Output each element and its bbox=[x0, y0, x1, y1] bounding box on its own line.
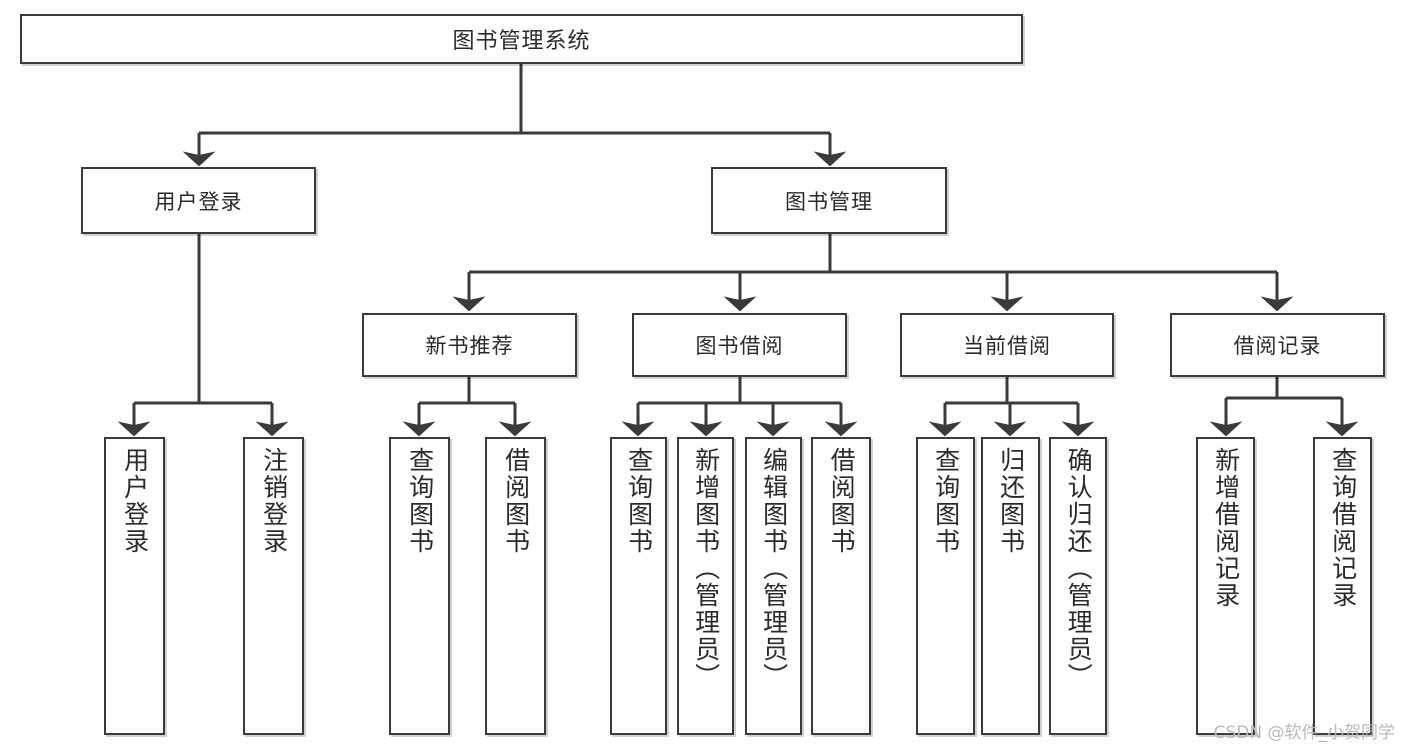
node-root-book-management-system[interactable]: 图书管理系统 bbox=[20, 14, 1023, 64]
node-label: 编辑图书（管理员） bbox=[759, 447, 789, 690]
leaf-query-books-current[interactable]: 查询图书 bbox=[916, 437, 975, 735]
node-label: 确认归还（管理员） bbox=[1064, 447, 1094, 690]
node-label: 查询借阅记录 bbox=[1328, 447, 1358, 609]
node-label: 图书管理 bbox=[785, 189, 873, 214]
node-label: 用户登录 bbox=[154, 189, 243, 214]
node-label: 新书推荐 bbox=[425, 334, 514, 358]
leaf-add-book-admin[interactable]: 新增图书（管理员） bbox=[677, 437, 734, 735]
node-label: 查询图书 bbox=[624, 447, 654, 555]
node-label: 图书借阅 bbox=[695, 334, 784, 358]
node-current-borrowing[interactable]: 当前借阅 bbox=[900, 313, 1114, 377]
node-label: 当前借阅 bbox=[963, 334, 1051, 358]
leaf-add-borrow-record[interactable]: 新增借阅记录 bbox=[1196, 437, 1255, 735]
node-borrowing-record[interactable]: 借阅记录 bbox=[1170, 313, 1385, 377]
node-label: 借阅记录 bbox=[1233, 334, 1322, 358]
node-label: 注销登录 bbox=[259, 447, 289, 555]
node-label: 归还图书 bbox=[996, 447, 1026, 555]
node-label: 新增借阅记录 bbox=[1211, 447, 1241, 609]
node-new-book-recommendation[interactable]: 新书推荐 bbox=[362, 313, 577, 377]
node-book-management[interactable]: 图书管理 bbox=[711, 167, 947, 234]
leaf-borrow-books[interactable]: 借阅图书 bbox=[811, 437, 871, 735]
node-label: 借阅图书 bbox=[501, 447, 531, 555]
leaf-confirm-return-admin[interactable]: 确认归还（管理员） bbox=[1049, 437, 1107, 735]
node-label: 借阅图书 bbox=[827, 447, 857, 555]
leaf-user-login[interactable]: 用户登录 bbox=[104, 437, 165, 735]
leaf-query-borrow-record[interactable]: 查询借阅记录 bbox=[1313, 437, 1372, 735]
leaf-query-books-borrowing[interactable]: 查询图书 bbox=[610, 437, 667, 735]
leaf-borrow-books-recommendation[interactable]: 借阅图书 bbox=[485, 437, 546, 735]
node-book-borrowing[interactable]: 图书借阅 bbox=[632, 313, 847, 377]
leaf-return-books[interactable]: 归还图书 bbox=[981, 437, 1040, 735]
node-label: 用户登录 bbox=[120, 447, 150, 555]
leaf-logout[interactable]: 注销登录 bbox=[243, 437, 304, 735]
node-user-login[interactable]: 用户登录 bbox=[81, 167, 316, 234]
node-label: 查询图书 bbox=[931, 447, 961, 555]
leaf-edit-book-admin[interactable]: 编辑图书（管理员） bbox=[745, 437, 802, 735]
node-label: 查询图书 bbox=[405, 447, 435, 555]
node-label: 图书管理系统 bbox=[452, 29, 591, 54]
node-label: 新增图书（管理员） bbox=[691, 447, 721, 690]
leaf-query-books-recommendation[interactable]: 查询图书 bbox=[389, 437, 450, 735]
